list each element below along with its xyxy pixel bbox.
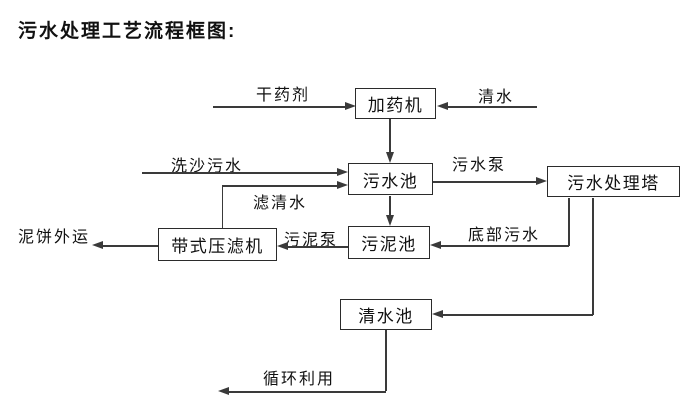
sludge-pump-line — [288, 246, 348, 248]
mud-cake-out-label: 泥饼外运 — [18, 229, 91, 246]
sewage-pump-arrowhead-icon — [536, 177, 547, 185]
filtered-water-label: 滤清水 — [253, 195, 308, 212]
sand-washing-sewage-label: 洗沙污水 — [171, 158, 244, 175]
sewage-to-sludge-line — [389, 196, 391, 216]
dry-agent-line — [213, 106, 345, 108]
sewage-to-sludge-arrowhead-icon — [386, 215, 394, 226]
node-treatment-tower-label: 污水处理塔 — [567, 174, 660, 193]
tower-to-clean-riser-line — [592, 198, 594, 315]
node-dosing-machine-label: 加药机 — [367, 96, 424, 115]
recycling-arrowhead-icon — [218, 387, 229, 395]
filtered-water-line — [221, 185, 338, 187]
node-treatment-tower: 污水处理塔 — [547, 166, 680, 197]
dosing-to-sewage-line — [389, 119, 391, 153]
mud-cake-line — [103, 245, 158, 247]
recycling-line — [229, 391, 386, 393]
sewage-pump-label: 污水泵 — [452, 157, 507, 174]
sand-washing-arrowhead-icon — [337, 168, 348, 176]
node-belt-filter-press-label: 带式压滤机 — [171, 237, 264, 256]
dry-agent-label: 干药剂 — [256, 87, 311, 104]
node-sludge-pool: 污泥池 — [348, 226, 430, 259]
sand-washing-line — [142, 172, 337, 174]
filtered-water-riser-line — [221, 186, 224, 228]
page-title: 污水处理工艺流程框图: — [18, 21, 237, 42]
sewage-pump-line — [433, 181, 536, 183]
dry-agent-arrowhead-icon — [345, 102, 356, 110]
sludge-pump-label: 污泥泵 — [284, 232, 339, 249]
recycling-riser-line — [385, 330, 387, 391]
filtered-water-arrowhead-icon — [337, 181, 348, 189]
bottom-sewage-arrowhead-icon — [430, 241, 441, 249]
node-sludge-pool-label: 污泥池 — [361, 235, 417, 254]
node-belt-filter-press: 带式压滤机 — [158, 228, 277, 261]
node-dosing-machine: 加药机 — [355, 88, 436, 119]
node-clean-water-pool: 清水池 — [340, 299, 432, 330]
bottom-sewage-label: 底部污水 — [468, 227, 541, 244]
bottom-sewage-line — [441, 245, 569, 247]
node-clean-water-pool-label: 清水池 — [358, 307, 414, 326]
node-sewage-pool-label: 污水池 — [362, 171, 419, 191]
dosing-to-sewage-arrowhead-icon — [386, 152, 394, 163]
mud-cake-arrowhead-icon — [92, 241, 103, 249]
clean-water-label: 清水 — [478, 89, 515, 106]
tower-to-clean-line — [443, 314, 593, 316]
tower-to-clean-arrowhead-icon — [432, 310, 443, 318]
recycling-label: 循环利用 — [263, 371, 336, 388]
node-sewage-pool: 污水池 — [348, 163, 433, 195]
sludge-pump-arrowhead-icon — [277, 242, 288, 250]
clean-water-line — [448, 106, 537, 108]
bottom-sewage-riser-line — [568, 198, 570, 246]
clean-water-arrowhead-icon — [437, 102, 448, 110]
